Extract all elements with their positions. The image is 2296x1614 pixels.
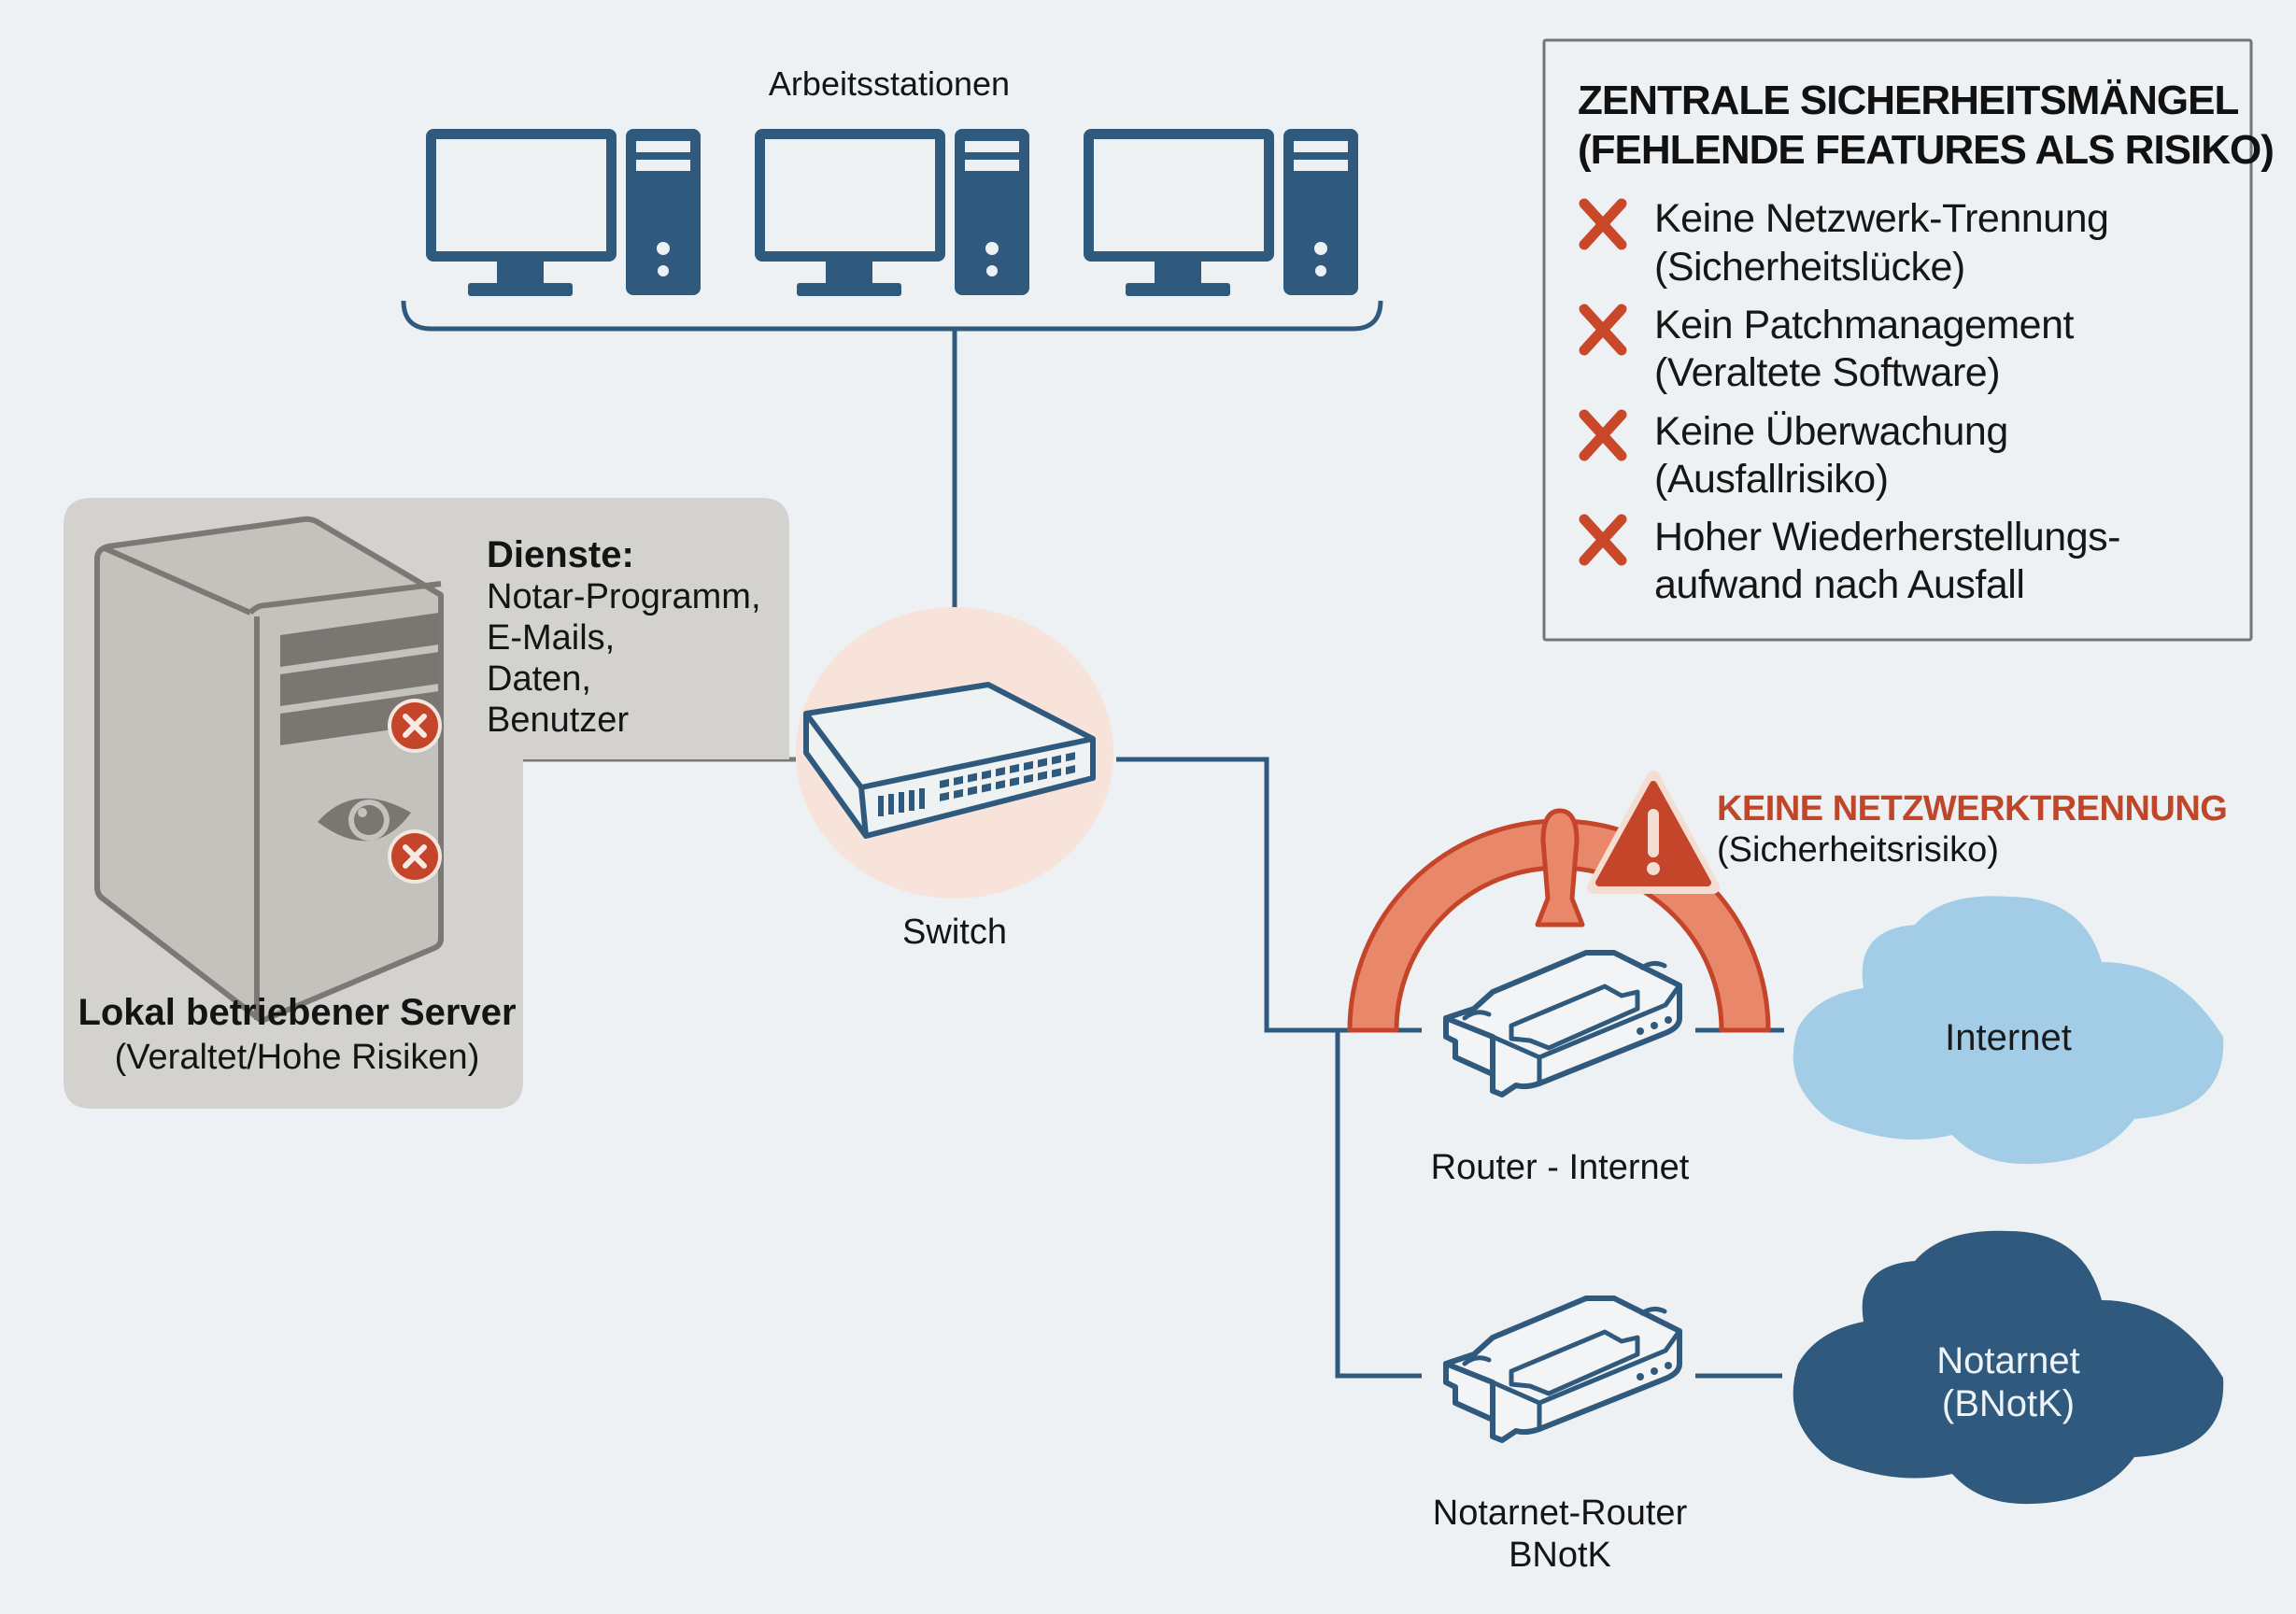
risk-item: Hoher Wiederherstellungs- aufwand nach A… — [1584, 515, 2120, 607]
switch-port — [940, 778, 949, 789]
workstations-label: Arbeitsstationen — [769, 64, 1010, 103]
switch-port — [1066, 765, 1075, 775]
risk-item-text: (Ausfallrisiko) — [1654, 457, 1889, 502]
risk-item-text: (Veraltete Software) — [1654, 350, 2000, 395]
service-item: E-Mails, — [487, 618, 615, 658]
cloud-internet[interactable]: Internet — [1793, 896, 2224, 1165]
switch-port — [996, 780, 1005, 790]
risk-item-text: Keine Netzwerk-Trennung — [1654, 196, 2108, 241]
switch-port — [1066, 752, 1075, 762]
switch-port — [1010, 763, 1019, 774]
network-links — [401, 300, 1784, 1379]
risk-item: Keine Netzwerk-Trennung (Sicherheitslück… — [1584, 196, 2109, 290]
risk-item-text: Keine Überwachung — [1654, 409, 2008, 454]
link-switch-routers — [1116, 757, 1422, 1033]
risk-item-text: Hoher Wiederherstellungs- — [1654, 515, 2120, 559]
cloud-notarnet[interactable]: Notarnet (BNotK) — [1793, 1230, 2224, 1505]
error-x-icon — [388, 699, 442, 753]
switch-port — [940, 791, 949, 802]
cloud-shape — [1793, 896, 2224, 1165]
network-switch-icon[interactable] — [803, 682, 1096, 839]
server-panel: Dienste: Notar-Programm, E-Mails, Daten,… — [64, 498, 789, 1109]
switch-port — [968, 772, 977, 783]
router-icon[interactable] — [1446, 1298, 1679, 1440]
switch-port — [1024, 760, 1033, 771]
cloud-label: Internet — [1945, 1017, 2072, 1058]
switch-port — [1024, 773, 1033, 784]
switch-port — [1010, 776, 1019, 787]
router-notarnet: Notarnet-Router BNotK — [1433, 1298, 1688, 1575]
desktop-computer-icon[interactable] — [755, 129, 1029, 296]
monitoring-eye-icon — [318, 798, 411, 842]
service-item: Daten, — [487, 659, 591, 699]
workstations-group: Arbeitsstationen — [426, 64, 1358, 296]
cloud-shape — [1793, 1230, 2224, 1505]
switch-port — [996, 767, 1005, 777]
cloud-label: Notarnet — [1936, 1340, 2079, 1381]
service-item: Notar-Programm, — [487, 577, 761, 616]
switch-label: Switch — [902, 913, 1007, 952]
server-subtitle: (Veraltet/Hohe Risiken) — [115, 1038, 480, 1077]
link-branch-notarnet — [1335, 1030, 1422, 1379]
switch-port — [1052, 768, 1061, 778]
router-internet: Router - Internet — [1431, 953, 1690, 1187]
risk-title: ZENTRALE SICHERHEITSMÄNGEL — [1578, 78, 2238, 123]
risk-item-text: (Sicherheitslücke) — [1654, 245, 1965, 290]
warning-title: KEINE NETZWERKTRENNUNG — [1717, 789, 2227, 828]
warning-triangle-icon — [1587, 771, 1720, 894]
switch-port — [982, 783, 991, 793]
error-x-icon — [388, 829, 442, 884]
risk-legend-box: ZENTRALE SICHERHEITSMÄNGEL (FEHLENDE FEA… — [1542, 38, 2275, 642]
router-label: BNotK — [1509, 1536, 1611, 1575]
router-label: Notarnet-Router — [1433, 1494, 1688, 1533]
switch-port — [1038, 757, 1047, 768]
desktop-computer-icon[interactable] — [426, 129, 701, 296]
switch-port — [954, 788, 963, 799]
switch-node: Switch — [796, 607, 1113, 952]
switch-port — [1052, 755, 1061, 765]
service-item: Benutzer — [487, 701, 629, 740]
server-title: Lokal betriebener Server — [78, 992, 516, 1033]
risk-item: Keine Überwachung (Ausfallrisiko) — [1584, 409, 2008, 502]
switch-port — [954, 775, 963, 786]
services-heading: Dienste: — [487, 534, 634, 575]
switch-port — [1038, 771, 1047, 781]
risk-item-text: Kein Patchmanagement — [1654, 303, 2075, 347]
router-label: Router - Internet — [1431, 1148, 1690, 1187]
risk-title: (FEHLENDE FEATURES ALS RISIKO) — [1578, 127, 2274, 173]
warning-subtitle: (Sicherheitsrisiko) — [1717, 830, 1999, 870]
risk-item-text: aufwand nach Ausfall — [1654, 562, 2024, 607]
router-icon[interactable] — [1446, 953, 1679, 1095]
switch-port — [968, 786, 977, 796]
cloud-label: (BNotK) — [1942, 1383, 2075, 1424]
no-segmentation-warning: KEINE NETZWERKTRENNUNG (Sicherheitsrisik… — [1347, 771, 2228, 1033]
switch-port — [982, 770, 991, 780]
desktop-computer-icon[interactable] — [1084, 129, 1358, 296]
risk-item: Kein Patchmanagement (Veraltete Software… — [1584, 303, 2075, 395]
workstations-bracket — [401, 300, 1383, 332]
keyhole-icon — [1535, 808, 1585, 927]
server-tower-icon[interactable] — [94, 516, 442, 1024]
